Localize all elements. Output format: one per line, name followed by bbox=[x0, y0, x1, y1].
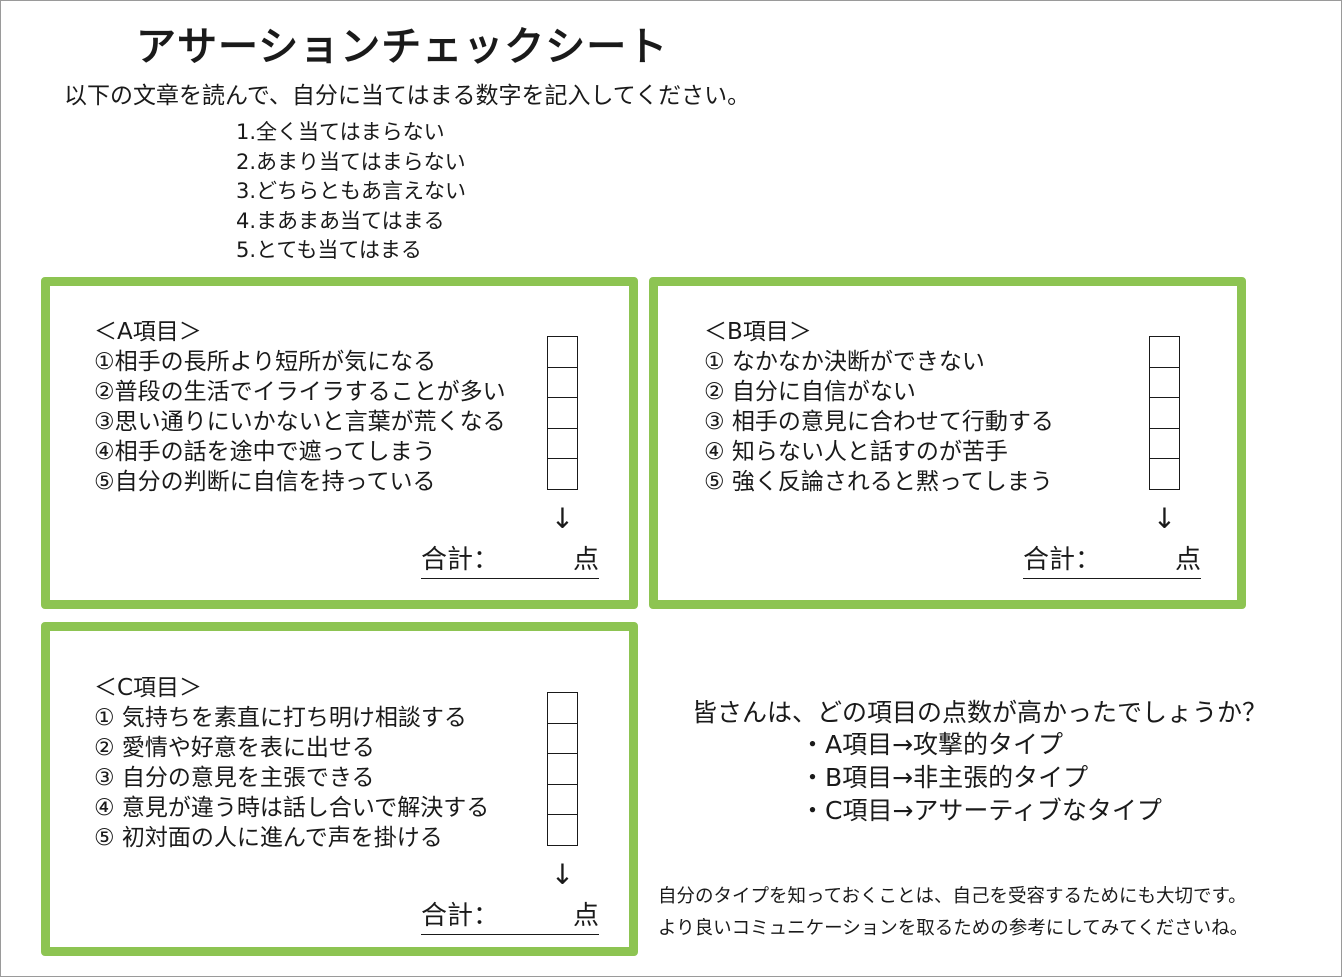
section-b-item: ① なかなか決断ができない bbox=[704, 349, 985, 375]
score-box[interactable] bbox=[547, 692, 578, 723]
score-box[interactable] bbox=[547, 458, 578, 490]
closing-note: 自分のタイプを知っておくことは、自己を受容するためにも大切です。 より良いコミュ… bbox=[658, 881, 1248, 945]
section-b-score-boxes bbox=[1149, 336, 1180, 490]
rating-option: 2.あまり当てはまらない bbox=[236, 149, 466, 174]
section-b-panel: ＜B項目＞ ① なかなか決断ができない ② 自分に自信がない ③ 相手の意見に合… bbox=[649, 277, 1246, 609]
score-box[interactable] bbox=[1149, 366, 1180, 397]
section-c-item: ⑤ 初対面の人に進んで声を掛ける bbox=[94, 825, 443, 851]
total-unit: 点 bbox=[572, 901, 599, 931]
score-box[interactable] bbox=[547, 427, 578, 458]
section-a-item: ①相手の長所より短所が気になる bbox=[94, 349, 437, 375]
total-label: 合計： bbox=[421, 901, 500, 931]
note-line: より良いコミュニケーションを取るための参考にしてみてくださいね。 bbox=[658, 918, 1249, 939]
score-box[interactable] bbox=[547, 783, 578, 814]
type-item: ・A項目→攻撃的タイプ bbox=[800, 730, 1064, 759]
total-label: 合計： bbox=[421, 545, 500, 575]
section-c-item: ③ 自分の意見を主張できる bbox=[94, 765, 375, 791]
section-c-score-boxes bbox=[547, 692, 578, 846]
section-a-total[interactable]: 合計： 点 bbox=[421, 542, 599, 579]
instruction-text: 以下の文章を読んで、自分に当てはまる数字を記入してください。 bbox=[64, 83, 751, 109]
result-question: 皆さんは、どの項目の点数が高かったでしょうか？ bbox=[692, 698, 1268, 727]
rating-option: 4.まあまあ当てはまる bbox=[236, 208, 445, 233]
section-b-item: ④ 知らない人と話すのが苦手 bbox=[704, 439, 1008, 465]
section-a-panel: ＜A項目＞ ①相手の長所より短所が気になる ②普段の生活でイライラすることが多い… bbox=[41, 277, 638, 609]
section-c-item: ② 愛情や好意を表に出せる bbox=[94, 735, 375, 761]
type-item: ・B項目→非主張的タイプ bbox=[800, 763, 1089, 792]
score-box[interactable] bbox=[1149, 458, 1180, 490]
score-box[interactable] bbox=[547, 814, 578, 846]
down-arrow-icon: ↓ bbox=[550, 502, 575, 535]
score-box[interactable] bbox=[547, 753, 578, 784]
down-arrow-icon: ↓ bbox=[550, 858, 575, 891]
score-box[interactable] bbox=[1149, 397, 1180, 428]
section-b-heading: ＜B項目＞ bbox=[704, 319, 812, 345]
section-c-total[interactable]: 合計： 点 bbox=[421, 898, 599, 935]
score-box[interactable] bbox=[1149, 427, 1180, 458]
down-arrow-icon: ↓ bbox=[1152, 502, 1177, 535]
total-unit: 点 bbox=[1174, 545, 1201, 575]
type-item: ・C項目→アサーティブなタイプ bbox=[800, 796, 1162, 825]
section-b-item: ⑤ 強く反論されると黙ってしまう bbox=[704, 469, 1053, 495]
section-a-item: ③思い通りにいかないと言葉が荒くなる bbox=[94, 409, 506, 435]
section-b-item: ② 自分に自信がない bbox=[704, 379, 916, 405]
note-line: 自分のタイプを知っておくことは、自己を受容するためにも大切です。 bbox=[658, 886, 1247, 907]
rating-option: 1.全く当てはまらない bbox=[236, 120, 445, 144]
section-b-item: ③ 相手の意見に合わせて行動する bbox=[704, 409, 1054, 435]
score-box[interactable] bbox=[547, 397, 578, 428]
section-c-panel: ＜C項目＞ ① 気持ちを素直に打ち明け相談する ② 愛情や好意を表に出せる ③ … bbox=[41, 622, 638, 956]
section-a-heading: ＜A項目＞ bbox=[94, 319, 202, 345]
score-box[interactable] bbox=[547, 722, 578, 753]
section-c-item: ① 気持ちを素直に打ち明け相談する bbox=[94, 705, 467, 731]
rating-option: 5.とても当てはまる bbox=[236, 238, 422, 262]
type-list: ・A項目→攻撃的タイプ ・B項目→非主張的タイプ ・C項目→アサーティブなタイプ bbox=[800, 728, 1162, 827]
section-a-item: ⑤自分の判断に自信を持っている bbox=[94, 469, 436, 495]
score-box[interactable] bbox=[547, 336, 578, 367]
section-a-item: ④相手の話を途中で遮ってしまう bbox=[94, 439, 436, 465]
section-c-heading: ＜C項目＞ bbox=[94, 675, 203, 701]
page-title: アサーションチェックシート bbox=[136, 24, 669, 70]
rating-scale: 1.全く当てはまらない 2.あまり当てはまらない 3.どちらともあ言えない 4.… bbox=[236, 118, 466, 266]
section-c-item: ④ 意見が違う時は話し合いで解決する bbox=[94, 795, 490, 821]
section-b-total[interactable]: 合計： 点 bbox=[1023, 542, 1201, 579]
section-a-item: ②普段の生活でイライラすることが多い bbox=[94, 379, 506, 405]
score-box[interactable] bbox=[547, 366, 578, 397]
rating-option: 3.どちらともあ言えない bbox=[236, 179, 467, 203]
section-a-score-boxes bbox=[547, 336, 578, 490]
total-unit: 点 bbox=[572, 545, 599, 575]
score-box[interactable] bbox=[1149, 336, 1180, 367]
total-label: 合計： bbox=[1023, 545, 1102, 575]
